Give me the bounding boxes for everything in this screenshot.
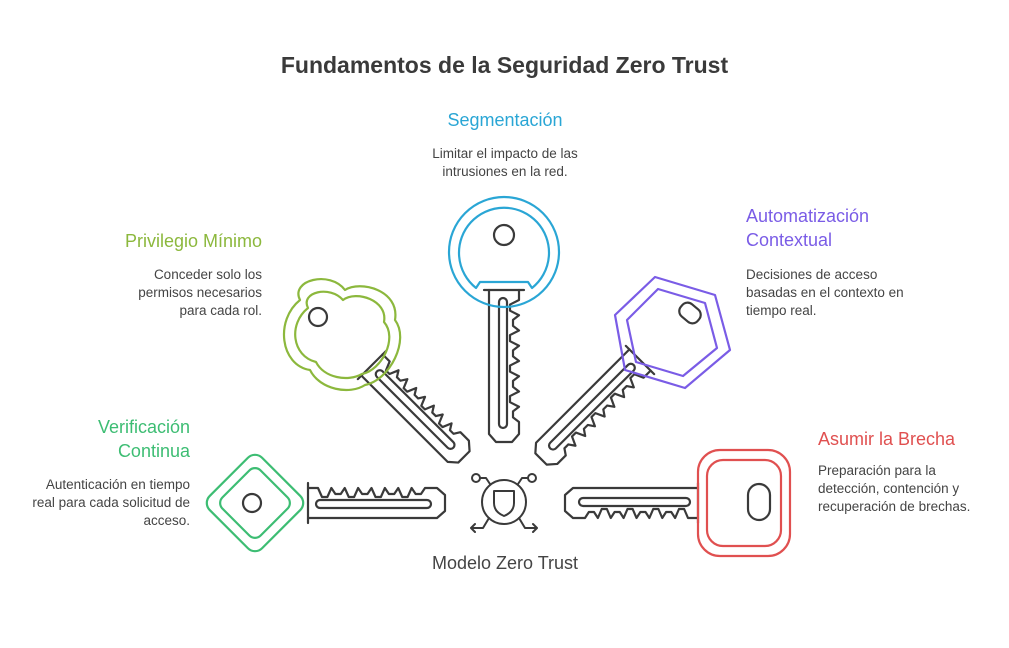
diagram-title: Fundamentos de la Seguridad Zero Trust (280, 52, 729, 78)
assume-breach-description: Preparación para la detección, contenció… (818, 463, 971, 514)
continuous-verification-key-head (205, 453, 305, 553)
segmentation-key-shaft (482, 288, 526, 444)
contextual-automation-key-head (613, 275, 732, 390)
least-privilege-description: Conceder solo los permisos necesarios pa… (138, 267, 262, 318)
continuous-verification-heading: Verificación Continua (97, 417, 190, 461)
least-privilege-key-shaft (356, 349, 471, 464)
continuous-verification-description: Autenticación en tiempo real para cada s… (32, 477, 190, 528)
least-privilege-heading: Privilegio Mínimo (124, 231, 262, 251)
assume-breach-key-head (696, 448, 792, 558)
segmentation-description: Limitar el impacto de las intrusiones en… (432, 146, 578, 179)
contextual-automation-description: Decisiones de acceso basadas en el conte… (746, 267, 904, 318)
assume-breach-key-shaft (563, 481, 700, 525)
contextual-automation-key-shaft (534, 344, 656, 466)
segmentation-key-head (447, 195, 561, 309)
contextual-automation-heading: Automatización Contextual (746, 206, 870, 250)
assume-breach-heading: Asumir la Brecha (818, 429, 956, 449)
continuous-verification-key-shaft (306, 481, 447, 525)
center-label: Modelo Zero Trust (431, 553, 579, 573)
zero-trust-model-icon (470, 473, 538, 533)
least-privilege-key-head (282, 278, 402, 392)
segmentation-heading: Segmentación (447, 110, 563, 130)
